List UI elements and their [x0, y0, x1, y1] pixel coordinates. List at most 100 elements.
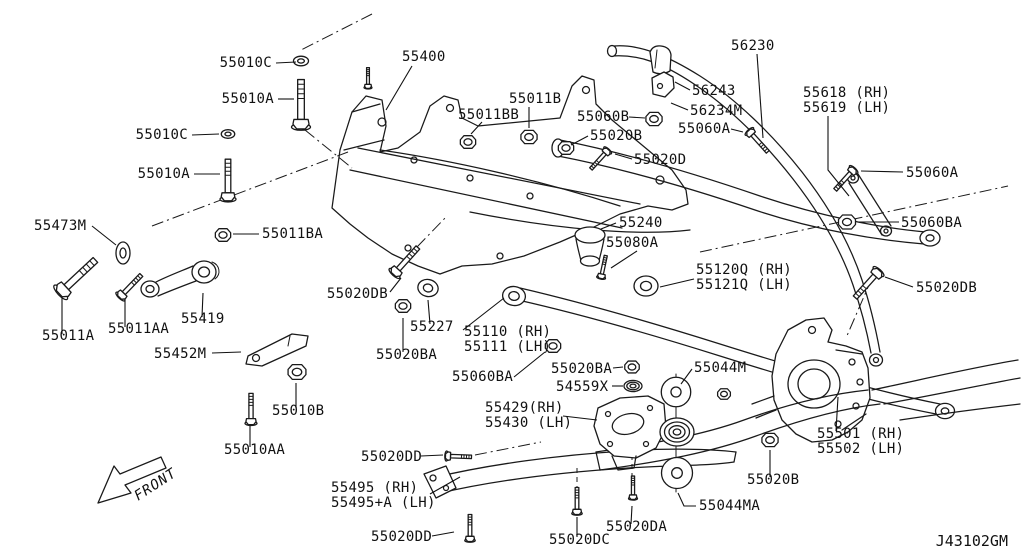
- nut-icon: [394, 299, 412, 313]
- part-label-55011ba: 55011BA: [262, 226, 323, 242]
- subframe-art: [331, 75, 691, 275]
- part-label-55010a-2: 55010A: [138, 166, 191, 182]
- part-label-55010aa: 55010AA: [224, 442, 285, 458]
- mount-stack-art: [659, 373, 695, 493]
- part-label-55501-rh: 55501 (RH): [817, 426, 904, 442]
- washer-icon: [660, 456, 694, 490]
- part-label-55044m: 55044M: [694, 360, 746, 376]
- part-label-55111-lh: 55111 (LH): [464, 339, 551, 355]
- bolt-icon: [444, 450, 472, 463]
- part-label-55011aa: 55011AA: [108, 321, 169, 337]
- bolt-icon: [219, 158, 237, 203]
- nut-icon: [287, 363, 307, 381]
- part-label-55011b: 55011B: [509, 91, 561, 107]
- part-label-55495a-lh: 55495+A (LH): [331, 495, 436, 511]
- part-label-55010a-1: 55010A: [222, 91, 275, 107]
- nut-icon: [624, 360, 640, 374]
- part-label-55020dd-2: 55020DD: [371, 529, 432, 545]
- part-label-55495-rh: 55495 (RH): [331, 480, 418, 496]
- washer-icon: [220, 129, 236, 139]
- part-label-55020da: 55020DA: [606, 519, 667, 535]
- cushion-icon: [115, 241, 131, 265]
- link-eye-icon: [934, 402, 956, 420]
- rubber-mount-icon: [659, 417, 695, 447]
- part-label-55020dd-1: 55020DD: [361, 449, 422, 465]
- part-label-55010c-1: 55010C: [220, 55, 272, 71]
- part-label-55044ma: 55044MA: [699, 498, 760, 514]
- bolt-icon: [586, 145, 613, 173]
- screw-icon: [464, 514, 476, 543]
- part-label-55227: 55227: [410, 319, 454, 335]
- part-label-55429-rh: 55429(RH): [485, 400, 564, 416]
- part-label-55060ba-1: 55060BA: [901, 215, 962, 231]
- bracket-55429-art: [593, 395, 667, 471]
- part-label-55011bb: 55011BB: [458, 107, 519, 123]
- part-label-55010c-2: 55010C: [136, 127, 188, 143]
- nut-icon: [645, 111, 663, 127]
- part-label-55400: 55400: [402, 49, 446, 65]
- part-labels: 55010C 55010A 55010C 55010A 55400 55011B…: [34, 38, 977, 548]
- nut-icon: [459, 135, 477, 149]
- bushing-icon: [633, 275, 659, 297]
- bolt-icon: [743, 125, 773, 156]
- part-label-55121q-lh: 55121Q (LH): [696, 277, 792, 293]
- part-label-56230: 56230: [731, 38, 775, 54]
- nut-icon: [214, 228, 232, 242]
- bolt-icon: [571, 487, 583, 516]
- bolt-icon: [363, 67, 373, 90]
- part-label-55060a-1: 55060A: [678, 121, 731, 137]
- part-label-55010b: 55010B: [272, 403, 324, 419]
- part-label-55011a: 55011A: [42, 328, 95, 344]
- bracket-55452-art: [245, 333, 309, 367]
- part-label-55020db-1: 55020DB: [916, 280, 977, 296]
- part-label-55060b: 55060B: [577, 109, 629, 125]
- nut-icon: [717, 388, 731, 400]
- nut-icon: [520, 129, 538, 145]
- front-arrow: FRONT: [97, 456, 180, 504]
- bolt-icon: [244, 393, 258, 426]
- leader-lines: [61, 53, 914, 537]
- stabilizer-bracket-shape: [651, 71, 675, 98]
- part-label-55473m: 55473M: [34, 218, 86, 234]
- compression-rod-art: [140, 260, 220, 298]
- stabilizer-clamp-art: [649, 45, 675, 98]
- part-label-55419: 55419: [181, 311, 225, 327]
- part-label-55020d: 55020D: [634, 152, 686, 168]
- part-label-55060ba-2: 55060BA: [452, 369, 513, 385]
- washer-icon: [660, 376, 692, 408]
- part-label-55619-lh: 55619 (LH): [803, 100, 890, 116]
- nut-icon: [557, 141, 575, 155]
- diagram-code: J43102GM: [936, 532, 1008, 550]
- lateral-link-art: [517, 287, 956, 420]
- nut-icon: [837, 214, 857, 230]
- stabilizer-link-art: [846, 172, 893, 237]
- stabilizer-bushing-shape: [649, 45, 672, 75]
- part-label-55080a: 55080A: [606, 235, 659, 251]
- part-label-55240: 55240: [619, 215, 663, 231]
- part-label-56234m: 56234M: [690, 103, 742, 119]
- washer-icon: [623, 379, 643, 393]
- part-label-55618-rh: 55618 (RH): [803, 85, 890, 101]
- bolt-icon: [628, 475, 638, 501]
- bushing-icon: [415, 277, 441, 299]
- part-label-55020ba-2: 55020BA: [551, 361, 612, 377]
- part-label-55502-lh: 55502 (LH): [817, 441, 904, 457]
- part-label-55020db-2: 55020DB: [327, 286, 388, 302]
- bump-stop-art: [574, 226, 606, 267]
- part-label-55020dc: 55020DC: [549, 532, 610, 548]
- part-label-55020b-2: 55020B: [747, 472, 799, 488]
- part-label-55020b-1: 55020B: [590, 128, 642, 144]
- part-label-54559x: 54559X: [556, 379, 609, 395]
- part-label-55020ba-1: 55020BA: [376, 347, 437, 363]
- nut-icon: [761, 432, 779, 448]
- part-label-55060a-2: 55060A: [906, 165, 959, 181]
- washer-icon: [292, 55, 310, 67]
- part-label-56243: 56243: [692, 83, 736, 99]
- bolt-icon: [51, 252, 103, 303]
- part-label-55110-rh: 55110 (RH): [464, 324, 551, 340]
- part-label-55452m: 55452M: [154, 346, 206, 362]
- bolt-icon: [290, 78, 312, 131]
- link-eye-icon: [919, 229, 941, 247]
